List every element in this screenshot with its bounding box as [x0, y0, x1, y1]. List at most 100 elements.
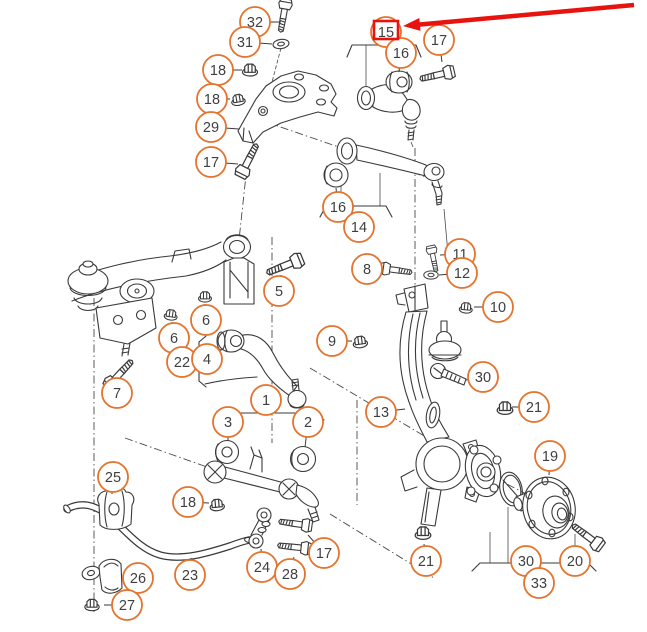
subframe — [67, 234, 307, 394]
callout-13[interactable]: 13 — [365, 396, 406, 428]
callout-circle[interactable] — [250, 384, 282, 416]
callout-circle[interactable] — [97, 461, 129, 493]
callout-17[interactable]: 17 — [195, 146, 239, 178]
callout-circle[interactable] — [274, 558, 306, 590]
steering-knuckle — [351, 244, 514, 540]
callout-number: 31 — [237, 35, 253, 51]
callout-26[interactable]: 26 — [122, 562, 154, 594]
callout-27[interactable]: 27 — [104, 589, 143, 621]
callout-6[interactable]: 6 — [190, 303, 222, 336]
callout-16[interactable]: 16 — [385, 37, 417, 73]
callout-19[interactable]: 19 — [534, 440, 566, 476]
rear-upper-control-arm — [346, 44, 457, 148]
callout-circle[interactable] — [111, 589, 143, 621]
callout-circle[interactable] — [229, 26, 261, 58]
callout-number: 25 — [105, 470, 121, 486]
callout-25[interactable]: 25 — [97, 461, 129, 495]
callout-circle[interactable] — [385, 37, 417, 69]
callout-number: 5 — [275, 284, 283, 300]
callout-number: 6 — [170, 331, 178, 347]
callout-8[interactable]: 8 — [351, 253, 383, 285]
callout-circle[interactable] — [518, 391, 550, 423]
callout-18[interactable]: 18 — [172, 486, 210, 518]
callout-circle[interactable] — [351, 253, 383, 285]
callout-2[interactable]: 2 — [292, 406, 324, 448]
callout-18[interactable]: 18 — [202, 54, 242, 86]
callout-number: 29 — [203, 120, 219, 136]
callout-24[interactable]: 24 — [246, 548, 278, 583]
callout-number: 13 — [373, 405, 389, 421]
callout-circle[interactable] — [423, 24, 455, 56]
callout-circle[interactable] — [534, 440, 566, 472]
wheel-bearing-hub — [464, 444, 608, 572]
callout-14[interactable]: 14 — [343, 211, 375, 243]
callout-number: 26 — [130, 571, 146, 587]
callout-16[interactable]: 16 — [322, 187, 354, 223]
callout-31[interactable]: 31 — [229, 26, 273, 58]
callout-circle[interactable] — [343, 211, 375, 243]
callout-number: 17 — [316, 546, 332, 562]
highlight-annotation: 15 — [372, 2, 635, 41]
callout-circle[interactable] — [559, 545, 591, 577]
callout-7[interactable]: 7 — [101, 377, 133, 409]
callout-18[interactable]: 18 — [196, 83, 230, 115]
callout-29[interactable]: 29 — [195, 111, 240, 143]
callout-3[interactable]: 3 — [212, 406, 244, 441]
callout-28[interactable]: 28 — [274, 556, 306, 590]
callout-number: 23 — [182, 568, 198, 584]
callout-4[interactable]: 4 — [191, 343, 223, 375]
callout-number: 6 — [202, 313, 210, 329]
callout-circle[interactable] — [195, 111, 227, 143]
callout-9[interactable]: 9 — [316, 325, 352, 357]
callout-circle[interactable] — [322, 191, 354, 223]
callout-circle[interactable] — [195, 146, 227, 178]
callout-21[interactable]: 21 — [512, 391, 550, 423]
callout-circle[interactable] — [446, 257, 478, 289]
callout-circle[interactable] — [191, 343, 223, 375]
callout-circle[interactable] — [410, 545, 442, 577]
callout-circle[interactable] — [467, 361, 499, 393]
callout-number: 7 — [113, 386, 121, 402]
callout-circle[interactable] — [174, 559, 206, 591]
lower-straight-arm — [203, 405, 325, 523]
callout-20[interactable]: 20 — [559, 545, 591, 577]
callout-number: 30 — [518, 554, 534, 570]
callout-number: 18 — [180, 495, 196, 511]
callout-circle[interactable] — [482, 291, 514, 323]
callout-circle[interactable] — [523, 567, 555, 599]
callout-33[interactable]: 33 — [523, 567, 555, 599]
callout-circle[interactable] — [212, 406, 244, 438]
callout-30[interactable]: 30 — [465, 361, 499, 393]
callout-1[interactable]: 1 — [250, 384, 282, 416]
callout-number: 12 — [454, 266, 470, 282]
callout-number: 32 — [247, 15, 263, 31]
callout-circle[interactable] — [172, 486, 204, 518]
callout-12[interactable]: 12 — [438, 257, 478, 289]
callout-number: 3 — [224, 415, 232, 431]
callout-10[interactable]: 10 — [474, 291, 514, 323]
callout-number: 15 — [378, 25, 394, 41]
callout-number: 14 — [351, 220, 367, 236]
callout-number: 24 — [254, 560, 270, 576]
callout-circle[interactable] — [101, 377, 133, 409]
callout-circle[interactable] — [308, 537, 340, 569]
callout-circle[interactable] — [190, 304, 222, 336]
callout-number: 21 — [526, 400, 542, 416]
callout-23[interactable]: 23 — [174, 557, 206, 591]
callout-circle[interactable] — [292, 406, 324, 438]
callout-circle[interactable] — [365, 396, 397, 428]
callout-number: 22 — [174, 355, 190, 371]
callout-circle[interactable] — [263, 275, 295, 307]
callout-number: 17 — [203, 155, 219, 171]
callout-number: 10 — [490, 300, 506, 316]
callout-number: 28 — [282, 567, 298, 583]
callout-5[interactable]: 5 — [263, 274, 295, 307]
callout-17[interactable]: 17 — [423, 24, 455, 63]
callout-21[interactable]: 21 — [410, 543, 442, 577]
callout-circle[interactable] — [122, 562, 154, 594]
upper-mount-assembly — [229, 0, 338, 181]
callout-circle[interactable] — [316, 325, 348, 357]
callout-17[interactable]: 17 — [307, 534, 340, 569]
